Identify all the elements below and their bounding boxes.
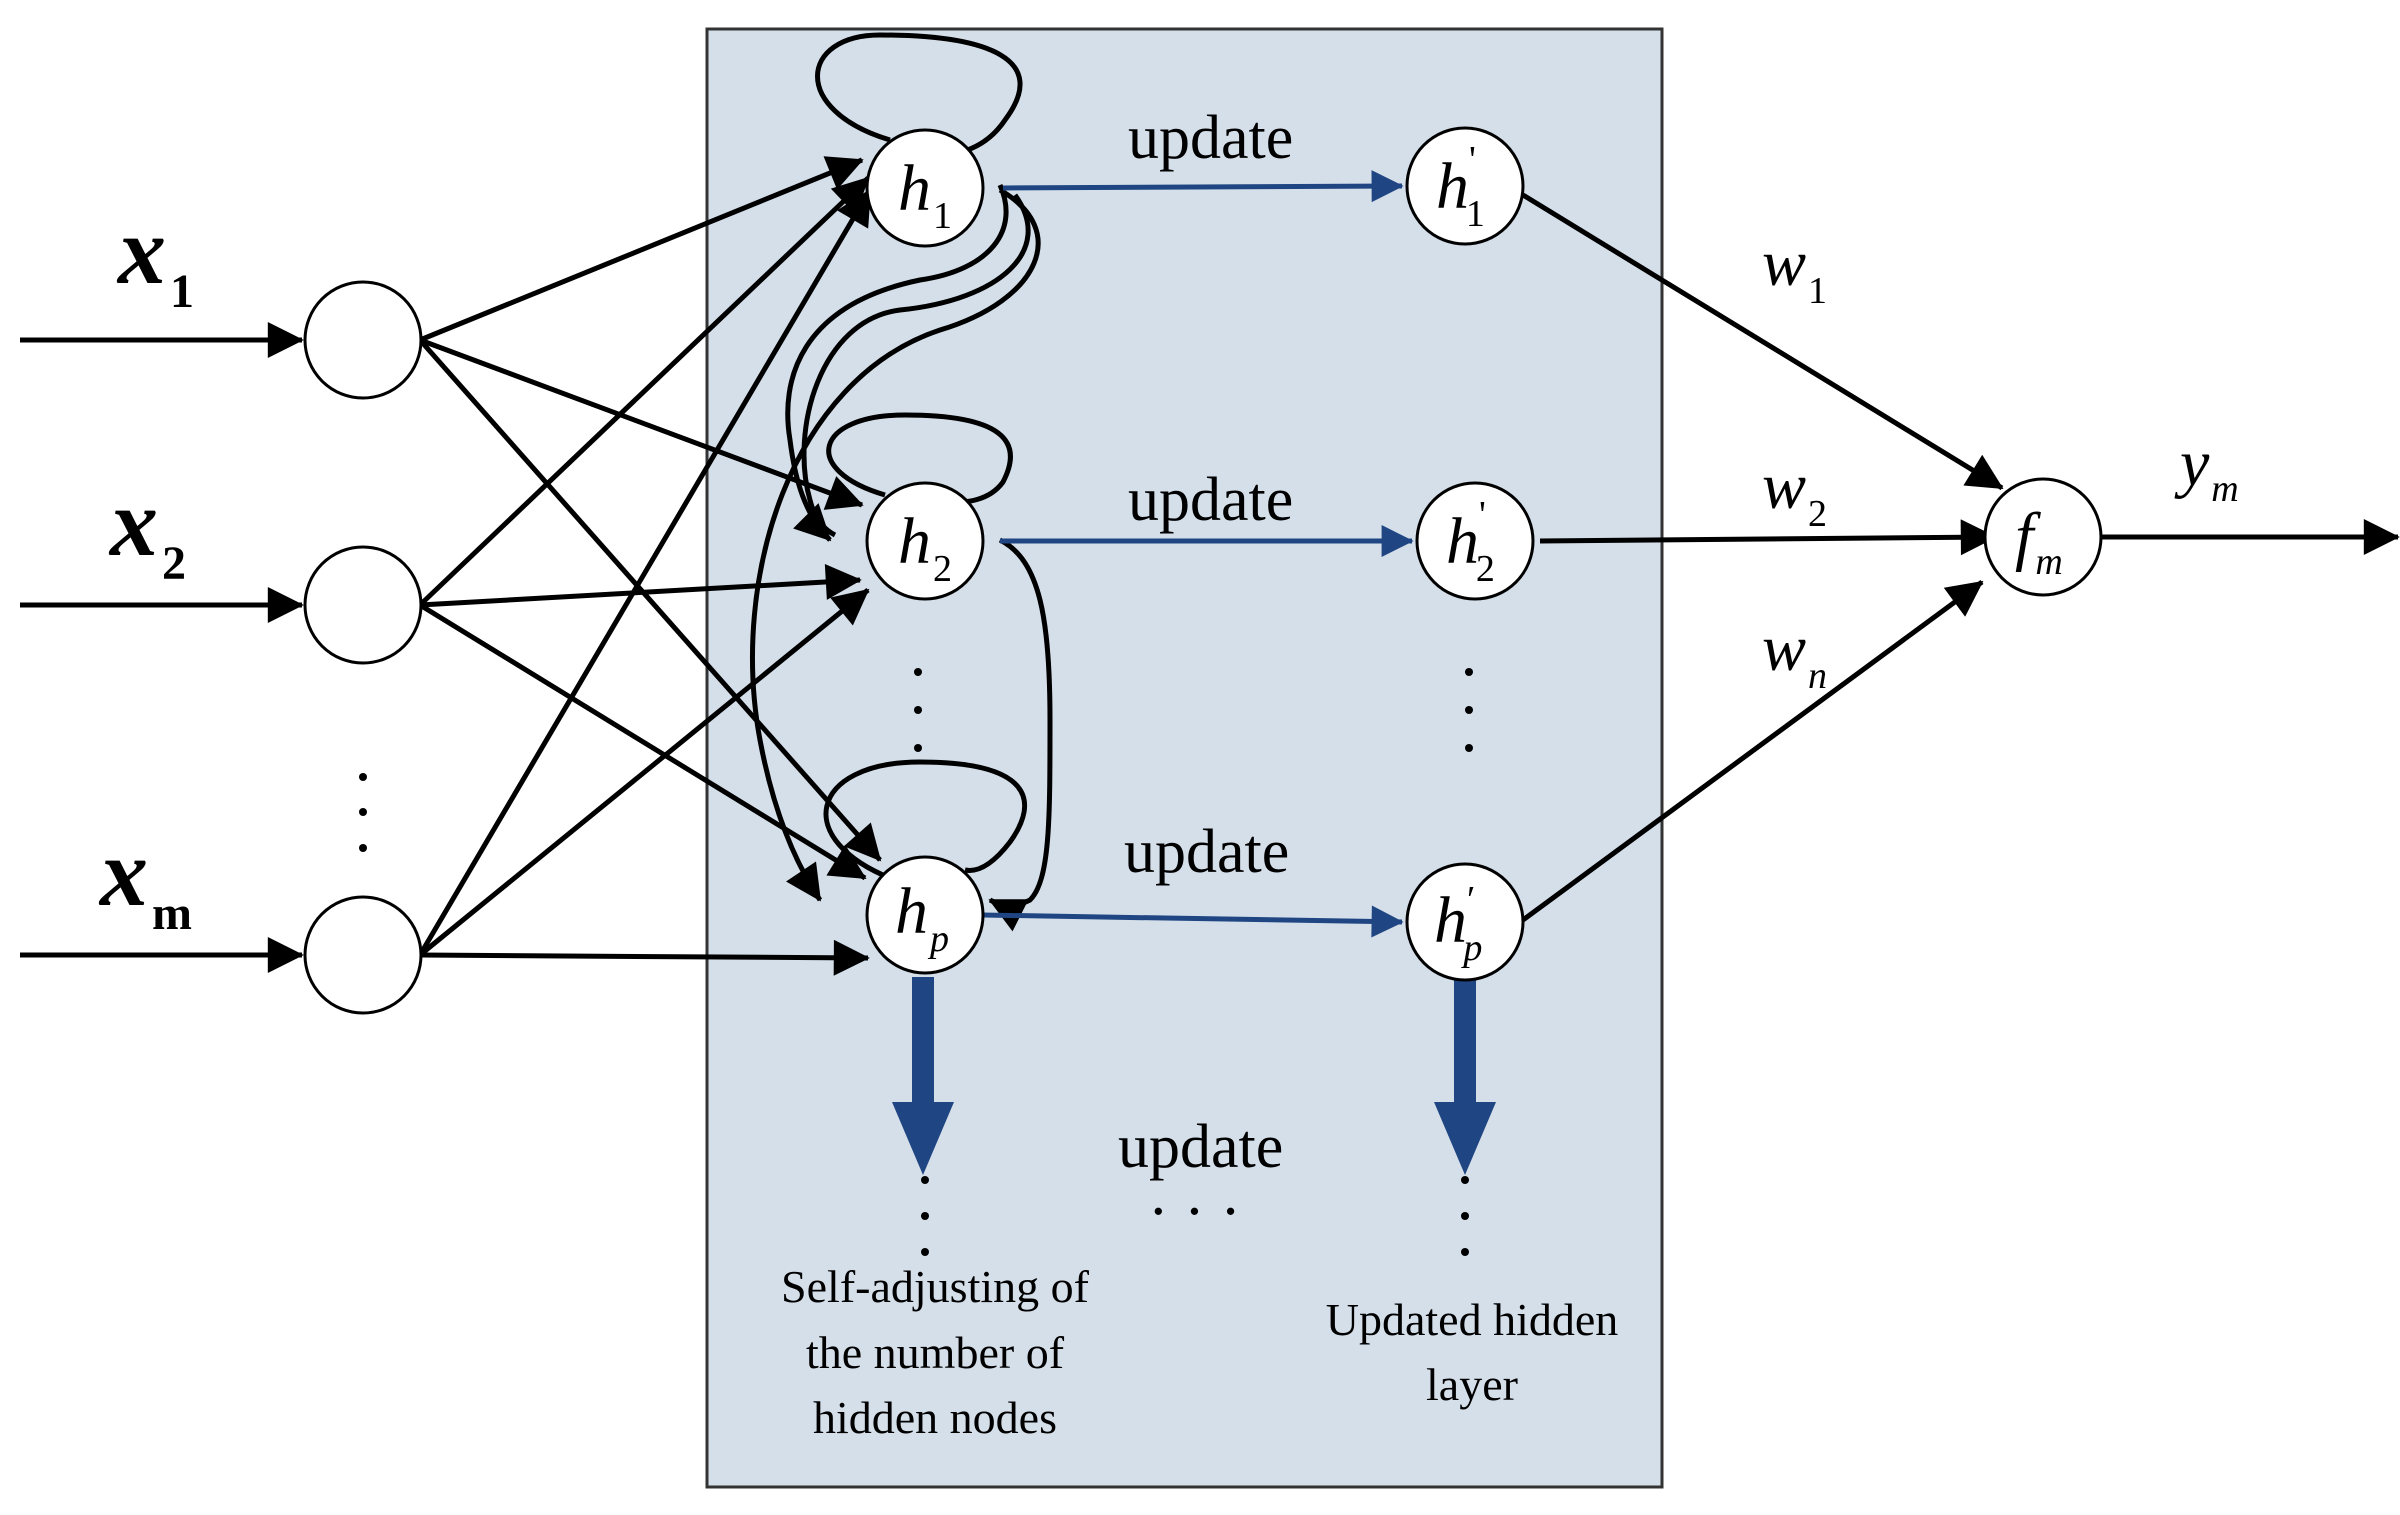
down-arrow-hpp-shaft xyxy=(1454,977,1476,1107)
update-label-bottom: update xyxy=(1118,1113,1283,1181)
input-node-2 xyxy=(303,545,423,665)
weight-label-n: wn xyxy=(1762,612,1827,697)
weight-label-1: w1 xyxy=(1762,227,1827,312)
hidden-node-1 xyxy=(865,128,985,248)
input-label-1: x1 xyxy=(116,197,194,318)
updated-node-label-1: h'1 xyxy=(1436,139,1485,235)
input-label-2: x2 xyxy=(108,469,186,590)
weight-label-2: w2 xyxy=(1762,450,1827,535)
nodes xyxy=(303,126,2103,1015)
output-node-label: fm xyxy=(2015,500,2063,583)
caption-right-line-2: layer xyxy=(1426,1359,1518,1410)
updated-node-1 xyxy=(1405,126,1525,246)
input-arrows xyxy=(20,322,304,973)
self-loop-h2 xyxy=(826,412,1013,505)
update-arrow-p xyxy=(982,905,1404,938)
update-arrow-1 xyxy=(1002,170,1404,203)
caption-right-line-1: Updated hidden xyxy=(1326,1294,1619,1345)
output-node xyxy=(1983,477,2103,597)
link-h2-hp xyxy=(988,537,1053,932)
recurrent-loops xyxy=(750,32,1053,932)
weight-line-1 xyxy=(1521,192,2004,491)
link-h1-h2-inner xyxy=(785,183,1009,542)
vertical-update-arrows xyxy=(892,977,1496,1175)
updated-node-2 xyxy=(1415,481,1535,601)
updated-node-p xyxy=(1405,862,1525,982)
down-arrow-hpp-head xyxy=(1434,1102,1496,1175)
link-h1-h2-outer xyxy=(801,193,1031,538)
update-label-p: update xyxy=(1124,818,1289,886)
update-label-1: update xyxy=(1128,104,1293,172)
hidden-node-label-1: h1 xyxy=(898,152,952,237)
down-arrow-hp-shaft xyxy=(912,977,934,1107)
input-hidden-connections xyxy=(417,156,882,976)
down-arrow-hp-head xyxy=(892,1102,954,1175)
hidden-node-2 xyxy=(865,481,985,601)
vertical-ellipses xyxy=(359,668,1473,1256)
self-loop-h1 xyxy=(815,32,1023,158)
weight-line-n xyxy=(1521,579,1984,923)
link-h1-hp xyxy=(750,187,1041,902)
hidden-layer-panel xyxy=(705,27,1664,1489)
input-label-m: xm xyxy=(98,819,192,940)
horizontal-ellipsis: · · · xyxy=(1148,1178,1241,1246)
hidden-node-label-p: hp xyxy=(895,875,949,960)
weight-line-2 xyxy=(1539,519,1997,556)
hidden-node-label-2: h2 xyxy=(898,505,952,590)
updated-node-label-2: h'2 xyxy=(1446,494,1495,590)
updated-node-label-p: h′p xyxy=(1434,879,1482,969)
input-node-m xyxy=(303,895,423,1015)
self-loop-hp xyxy=(823,759,1027,883)
hidden-node-p xyxy=(865,855,985,975)
update-label-2: update xyxy=(1128,466,1293,534)
caption-left-line-2: the number of xyxy=(806,1327,1065,1378)
input-node-1 xyxy=(303,280,423,400)
caption-left-line-3: hidden nodes xyxy=(813,1392,1057,1443)
caption-left-line-1: Self-adjusting of xyxy=(781,1261,1090,1312)
output-label: ym xyxy=(2174,427,2239,510)
update-arrows xyxy=(982,170,1414,938)
output-connections xyxy=(1521,192,2400,923)
